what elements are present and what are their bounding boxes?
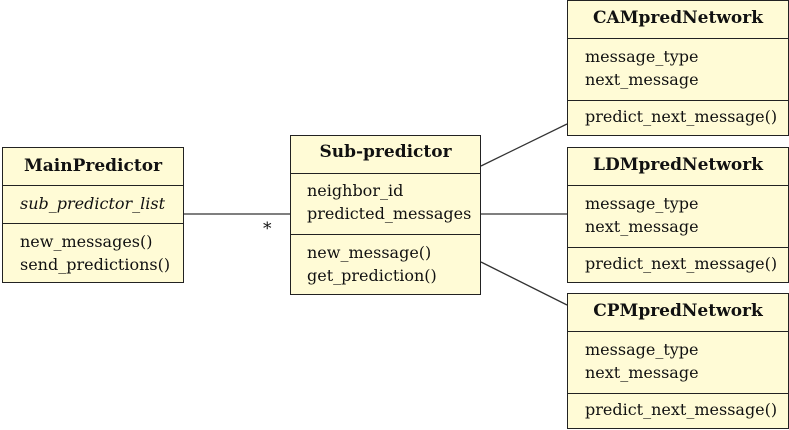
- class-cpm-pred-network[interactable]: CPMpredNetwork message_type next_message…: [567, 293, 789, 429]
- operations-compartment: new_messages() send_predictions(): [3, 223, 183, 284]
- operation: new_message(): [307, 243, 432, 262]
- class-name: CAMpredNetwork: [593, 8, 763, 28]
- attributes-compartment: message_type next_message: [568, 38, 788, 100]
- attribute: next_message: [585, 363, 699, 382]
- class-name: LDMpredNetwork: [593, 155, 763, 175]
- class-ldm-pred-network[interactable]: LDMpredNetwork message_type next_message…: [567, 147, 789, 283]
- operation: predict_next_message(): [585, 400, 778, 419]
- operation: predict_next_message(): [585, 107, 778, 126]
- multiplicity-label: *: [263, 219, 272, 239]
- attributes-compartment: message_type next_message: [568, 185, 788, 247]
- operation: send_predictions(): [20, 255, 171, 274]
- attribute: next_message: [585, 70, 699, 89]
- class-main-predictor[interactable]: MainPredictor sub_predictor_list new_mes…: [2, 147, 184, 283]
- attributes-compartment: neighbor_id predicted_messages: [291, 173, 480, 234]
- operations-compartment: new_message() get_prediction(): [291, 234, 480, 294]
- operation: get_prediction(): [307, 266, 437, 285]
- attribute: sub_predictor_list: [20, 194, 166, 213]
- class-sub-predictor[interactable]: Sub-predictor neighbor_id predicted_mess…: [290, 135, 481, 295]
- class-name: MainPredictor: [23, 156, 163, 176]
- attribute: message_type: [585, 340, 699, 359]
- attribute: message_type: [585, 47, 699, 66]
- class-name: Sub-predictor: [319, 142, 452, 162]
- operations-compartment: predict_next_message(): [568, 247, 788, 282]
- class-cam-pred-network[interactable]: CAMpredNetwork message_type next_message…: [567, 0, 789, 136]
- attributes-compartment: message_type next_message: [568, 331, 788, 393]
- operations-compartment: predict_next_message(): [568, 100, 788, 135]
- attributes-compartment: sub_predictor_list: [3, 185, 183, 223]
- association-sub-to-cpm: [480, 261, 568, 306]
- attribute: message_type: [585, 194, 699, 213]
- class-name: CPMpredNetwork: [593, 301, 763, 321]
- attribute: predicted_messages: [307, 204, 472, 223]
- operations-compartment: predict_next_message(): [568, 393, 788, 428]
- attribute: neighbor_id: [307, 181, 404, 200]
- attribute: next_message: [585, 217, 699, 236]
- operation: predict_next_message(): [585, 254, 778, 273]
- association-sub-to-cam: [480, 123, 568, 167]
- operation: new_messages(): [20, 232, 153, 251]
